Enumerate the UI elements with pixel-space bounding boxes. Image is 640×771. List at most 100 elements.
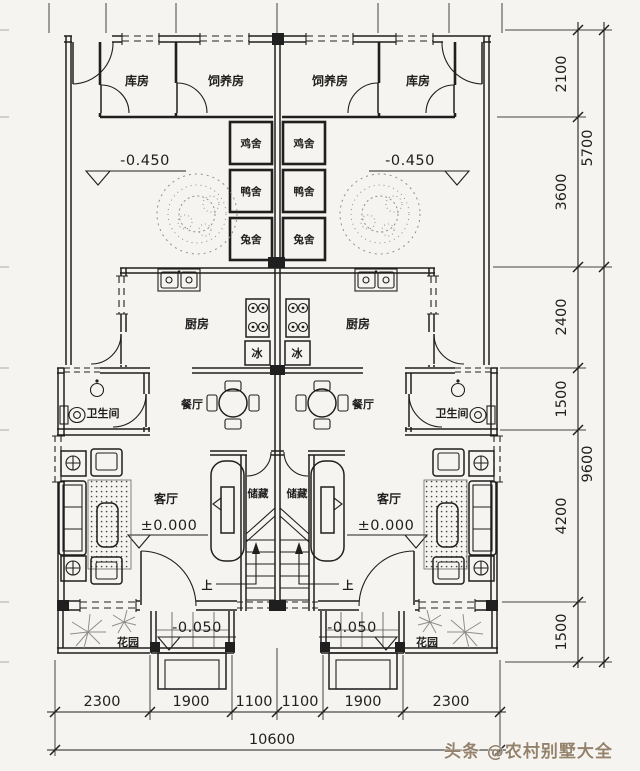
dim-bottom-segment-0: 2300	[84, 694, 121, 710]
stoop-right	[328, 652, 398, 690]
window-stair-left	[237, 599, 273, 612]
sofa	[468, 480, 497, 556]
room-label-kitchen-left: 厨房	[185, 316, 209, 331]
window-top-3	[305, 33, 354, 45]
gate-door-left	[72, 41, 114, 85]
dim-right-segment-5: 1500	[554, 614, 570, 651]
stair-up-label-left: 上	[202, 578, 213, 592]
svg-text:-0.450: -0.450	[120, 153, 170, 169]
coops: 鸡舍 鸡舍 鸭舍 鸭舍 兔舍 兔舍	[228, 120, 327, 262]
room-label-living-right: 客厅	[376, 491, 401, 506]
stair-core: 储藏 储藏 上 上	[202, 450, 354, 611]
watermark-text: 头条 @农村别墅大全	[444, 741, 613, 762]
window-top-4	[395, 33, 434, 45]
garden-right: 花园	[405, 609, 498, 654]
stair-treads-right	[279, 507, 310, 601]
svg-text:±0.000: ±0.000	[358, 518, 415, 534]
coop-label-rabbit-left: 兔舍	[240, 233, 262, 246]
window-top-2	[199, 33, 250, 45]
door-storage-right	[425, 84, 455, 114]
door-breeding-left	[176, 82, 208, 114]
window-kitchen-left	[116, 275, 128, 315]
side-table	[60, 450, 87, 477]
garden-label-right: 花园	[416, 635, 438, 649]
elevation-marker-living-left: ±0.000	[126, 518, 208, 549]
side-table	[60, 555, 87, 582]
room-label-bathroom-right: 卫生间	[436, 406, 469, 420]
closet-door-left	[246, 451, 272, 477]
svg-text:±0.000: ±0.000	[141, 518, 198, 534]
plant-icon	[69, 609, 137, 649]
closet-door-right	[283, 451, 309, 477]
toilet-icon-left	[59, 405, 86, 425]
sofa-set-right	[423, 448, 497, 585]
armchair	[90, 448, 123, 477]
plant-pot-icon	[65, 560, 81, 576]
kitchen-block: 冰 冰 厨房 厨房	[90, 267, 465, 367]
fridge-left: 冰	[244, 340, 271, 366]
boundary-walls	[64, 35, 491, 371]
center-wall	[274, 42, 281, 611]
tree-icon-left	[156, 173, 238, 255]
stove-icon-left	[245, 298, 270, 338]
coop-label-duck-right: 鸭舍	[294, 185, 315, 198]
bathroom-right: 卫生间	[405, 373, 498, 436]
elevation-marker-courtyard-right: -0.450	[369, 153, 471, 186]
dim-bottom-total: 10600	[249, 732, 295, 748]
dim-bottom-segment-2: 1100	[236, 694, 273, 710]
room-label-living-left: 客厅	[153, 491, 178, 506]
extension-ticks-left	[0, 29, 9, 663]
window-front-left	[79, 599, 137, 612]
room-label-breeding-right: 饲养房	[311, 73, 348, 88]
porch-left: -0.050	[150, 611, 236, 654]
dining-table-right	[295, 380, 349, 430]
garden-left: 花园	[57, 609, 150, 654]
extension-lines-top	[48, 3, 503, 33]
elevation-label-porch-left: -0.050	[172, 620, 222, 636]
room-label-dining-right: 餐厅	[351, 397, 374, 411]
window-bathroom-top-right	[455, 365, 491, 376]
door-arc-bathroom-left	[112, 393, 147, 428]
dimension-right: 2100 3600 2400 1500 4200 1500 5700 9600	[493, 22, 612, 668]
armchair	[90, 556, 123, 585]
garden-label-left: 花园	[117, 635, 139, 649]
dim-bottom-segment-1: 1900	[173, 694, 210, 710]
toilet-icon-right	[469, 405, 496, 425]
dim-right-segment-1: 3600	[554, 174, 570, 211]
room-label-bathroom-left: 卫生间	[87, 406, 120, 420]
bathroom-left: 卫生间	[57, 373, 150, 436]
dim-right-segment-4: 4200	[554, 498, 570, 535]
stoop-left	[157, 652, 227, 690]
coffee-table	[436, 502, 459, 548]
coop-label-chicken-right: 鸡舍	[293, 137, 315, 150]
fridge-right: 冰	[284, 340, 311, 366]
window-front-right	[418, 599, 476, 612]
tv-nook-left	[210, 460, 245, 562]
washbasin-icon-right	[450, 379, 466, 398]
coop-label-duck-left: 鸭舍	[241, 185, 262, 198]
dim-bottom-segment-5: 2300	[433, 694, 470, 710]
elevation-label-porch-right: -0.050	[327, 620, 377, 636]
fridge-label-right: 冰	[292, 346, 304, 360]
room-label-storage-left: 库房	[125, 73, 149, 88]
stair-up-label-right: 上	[343, 578, 354, 592]
stove-icon-right	[285, 298, 310, 338]
porch-right: -0.050	[319, 611, 405, 654]
room-label-storage-right: 库房	[406, 73, 430, 88]
column-blocks	[57, 33, 498, 611]
plant-pot-icon	[473, 560, 489, 576]
svg-text:-0.450: -0.450	[385, 153, 435, 169]
entry-door-left	[140, 550, 197, 607]
armchair	[432, 556, 465, 585]
carpet	[423, 479, 468, 570]
side-table	[468, 555, 495, 582]
porch-garden-band: 花园 花园 -0.050 -0.050	[57, 609, 498, 690]
room-label-closet-right: 储藏	[287, 487, 308, 500]
dim-right-segment-2: 2400	[554, 299, 570, 336]
courtyard-section: 库房 饲养房 饲养房 库房 鸡舍 鸡舍 鸭舍 鸭舍 兔舍 兔舍	[64, 33, 491, 611]
dim-right-total-0: 5700	[580, 130, 596, 167]
sink-icon-right	[354, 268, 398, 292]
plant-pot-icon	[473, 455, 489, 471]
